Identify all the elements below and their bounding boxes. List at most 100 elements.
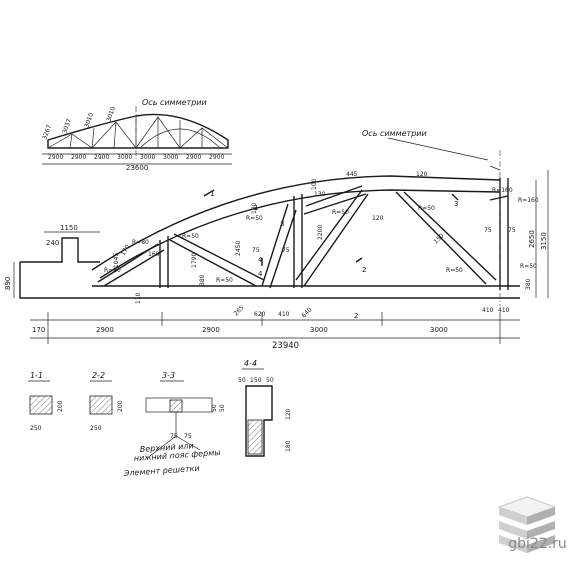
cut-4-a: 4 bbox=[258, 256, 263, 264]
radius-5: R=50 bbox=[246, 215, 263, 222]
note-lattice: Элемент решетки bbox=[123, 464, 200, 478]
radius-7: R=50 bbox=[418, 205, 435, 212]
section-4-4-dim-50-b: 50 bbox=[266, 377, 274, 384]
misc-120-a: 120 bbox=[372, 215, 384, 222]
section-3-3-dim-50-b: 50 bbox=[219, 404, 226, 412]
small-top-dim-1: 3267 bbox=[41, 124, 53, 141]
section-1-1: 1-1 250 200 bbox=[28, 371, 64, 432]
misc-130: 130 bbox=[314, 191, 326, 198]
section-2-2: 2-2 250 200 bbox=[89, 371, 124, 432]
misc-170: 170 bbox=[120, 243, 132, 257]
small-top-dim-2: 3037 bbox=[61, 118, 73, 135]
small-bottom-dim-4: 3000 bbox=[117, 154, 132, 161]
misc-75-d: 75 bbox=[508, 227, 516, 234]
main-dimensions: 170 2900 2900 3000 3000 23940 1150 240 8… bbox=[4, 171, 548, 351]
overall-total-dim: 23940 bbox=[272, 341, 299, 351]
small-bottom-dim-7: 2900 bbox=[186, 154, 201, 161]
section-3-3-dim-75-b: 75 bbox=[184, 433, 192, 440]
axis-symmetry-small-label: Ось симметрии bbox=[142, 98, 207, 107]
misc-100: 100 bbox=[311, 178, 318, 190]
section-4-4: 4-4 50 150 50 120 180 bbox=[238, 359, 292, 457]
main-truss: Ось симметрии bbox=[13, 129, 549, 344]
bottom-span-2900-b: 2900 bbox=[202, 326, 220, 334]
misc-2200: 2200 bbox=[317, 225, 324, 240]
misc-640: 640 bbox=[300, 306, 313, 319]
right-dim-2650: 2650 bbox=[528, 230, 536, 248]
section-3-3-dim-75-a: 75 bbox=[170, 433, 178, 440]
cut-1-b: 1 bbox=[254, 204, 258, 212]
watermark-text: gbi22.ru bbox=[508, 536, 567, 552]
bottom-span-170: 170 bbox=[32, 326, 45, 334]
radius-1: R=80 bbox=[132, 239, 149, 246]
cut-2-b: 2 bbox=[354, 312, 358, 320]
small-bottom-dim-5: 3000 bbox=[140, 154, 155, 161]
axis-symmetry-main-label: Ось симметрии bbox=[362, 129, 427, 138]
misc-180: 180 bbox=[251, 202, 258, 214]
radius-11: R=50 bbox=[520, 263, 537, 270]
misc-410-b: 410 bbox=[498, 307, 510, 314]
radius-9: R=160 bbox=[518, 197, 539, 204]
radius-6: R=50 bbox=[332, 209, 349, 216]
misc-265: 265 bbox=[232, 304, 245, 317]
note-chord-line1: Верхний или bbox=[140, 441, 194, 454]
misc-445: 445 bbox=[346, 171, 358, 178]
misc-120-b: 120 bbox=[416, 171, 428, 178]
bottom-span-3000-a: 3000 bbox=[310, 326, 328, 334]
section-4-4-title: 4-4 bbox=[244, 359, 257, 368]
misc-110: 110 bbox=[135, 292, 142, 304]
section-3-3-title: 3-3 bbox=[162, 371, 175, 380]
misc-620: 620 bbox=[254, 311, 266, 318]
misc-150: 150 bbox=[432, 232, 445, 245]
small-top-dim-3: 3010 bbox=[83, 112, 95, 129]
bottom-span-3000-b: 3000 bbox=[430, 326, 448, 334]
cut-2-a: 2 bbox=[362, 266, 366, 274]
misc-410-c: 410 bbox=[278, 311, 290, 318]
section-3-3: 3-3 75 75 50 50 Верхний или нижний пояс … bbox=[123, 371, 226, 478]
radius-2: R=80 bbox=[104, 267, 121, 274]
section-2-2-title: 2-2 bbox=[92, 371, 105, 380]
small-bottom-dim-2: 2900 bbox=[71, 154, 86, 161]
section-2-2-height: 200 bbox=[117, 400, 124, 412]
left-dim-240: 240 bbox=[46, 239, 59, 247]
section-4-4-dim-150: 150 bbox=[250, 377, 262, 384]
misc-410-a: 410 bbox=[482, 307, 494, 314]
overview-truss: Ось симметрии 3267 3037 3010 3010 2900 2… bbox=[41, 98, 232, 172]
misc-380-b: 380 bbox=[525, 278, 532, 290]
section-4-4-dim-180: 180 bbox=[285, 440, 292, 452]
radius-10: R=50 bbox=[446, 267, 463, 274]
stacked-slabs-icon bbox=[497, 496, 557, 553]
section-3-3-dim-50-a: 50 bbox=[211, 404, 218, 412]
small-bottom-dim-6: 3000 bbox=[163, 154, 178, 161]
cut-3-a: 3 bbox=[280, 220, 284, 228]
section-4-4-dim-120: 120 bbox=[285, 408, 292, 420]
misc-75-b: 75 bbox=[282, 247, 290, 254]
small-top-dim-4: 3010 bbox=[105, 106, 117, 123]
section-1-1-width: 250 bbox=[30, 425, 42, 432]
misc-75-c: 75 bbox=[484, 227, 492, 234]
radius-3: R=50 bbox=[182, 233, 199, 240]
misc-2450: 2450 bbox=[235, 241, 242, 256]
misc-160: 160 bbox=[148, 251, 160, 258]
radius-8: R=160 bbox=[492, 187, 513, 194]
radius-4: R=50 bbox=[216, 277, 233, 284]
small-bottom-dim-8: 2900 bbox=[209, 154, 224, 161]
misc-1045: 1045 bbox=[113, 253, 120, 268]
bottom-span-2900-a: 2900 bbox=[96, 326, 114, 334]
section-2-2-width: 250 bbox=[90, 425, 102, 432]
left-dim-1150: 1150 bbox=[60, 224, 78, 232]
right-dim-3150: 3150 bbox=[540, 232, 548, 250]
section-1-1-height: 200 bbox=[57, 400, 64, 412]
cut-4-b: 4 bbox=[258, 270, 263, 278]
small-bottom-dim-3: 2900 bbox=[94, 154, 109, 161]
section-1-1-title: 1-1 bbox=[30, 371, 43, 380]
misc-380-a: 380 bbox=[199, 274, 206, 286]
misc-75-a: 75 bbox=[252, 247, 260, 254]
small-bottom-dim-1: 2900 bbox=[48, 154, 63, 161]
misc-1790: 1790 bbox=[191, 253, 198, 268]
cut-3-b: 3 bbox=[454, 200, 458, 208]
left-dim-890: 890 bbox=[4, 277, 12, 290]
cut-1-a: 1 bbox=[210, 190, 214, 198]
section-4-4-dim-50-a: 50 bbox=[238, 377, 246, 384]
small-total-dim: 23600 bbox=[126, 164, 148, 172]
